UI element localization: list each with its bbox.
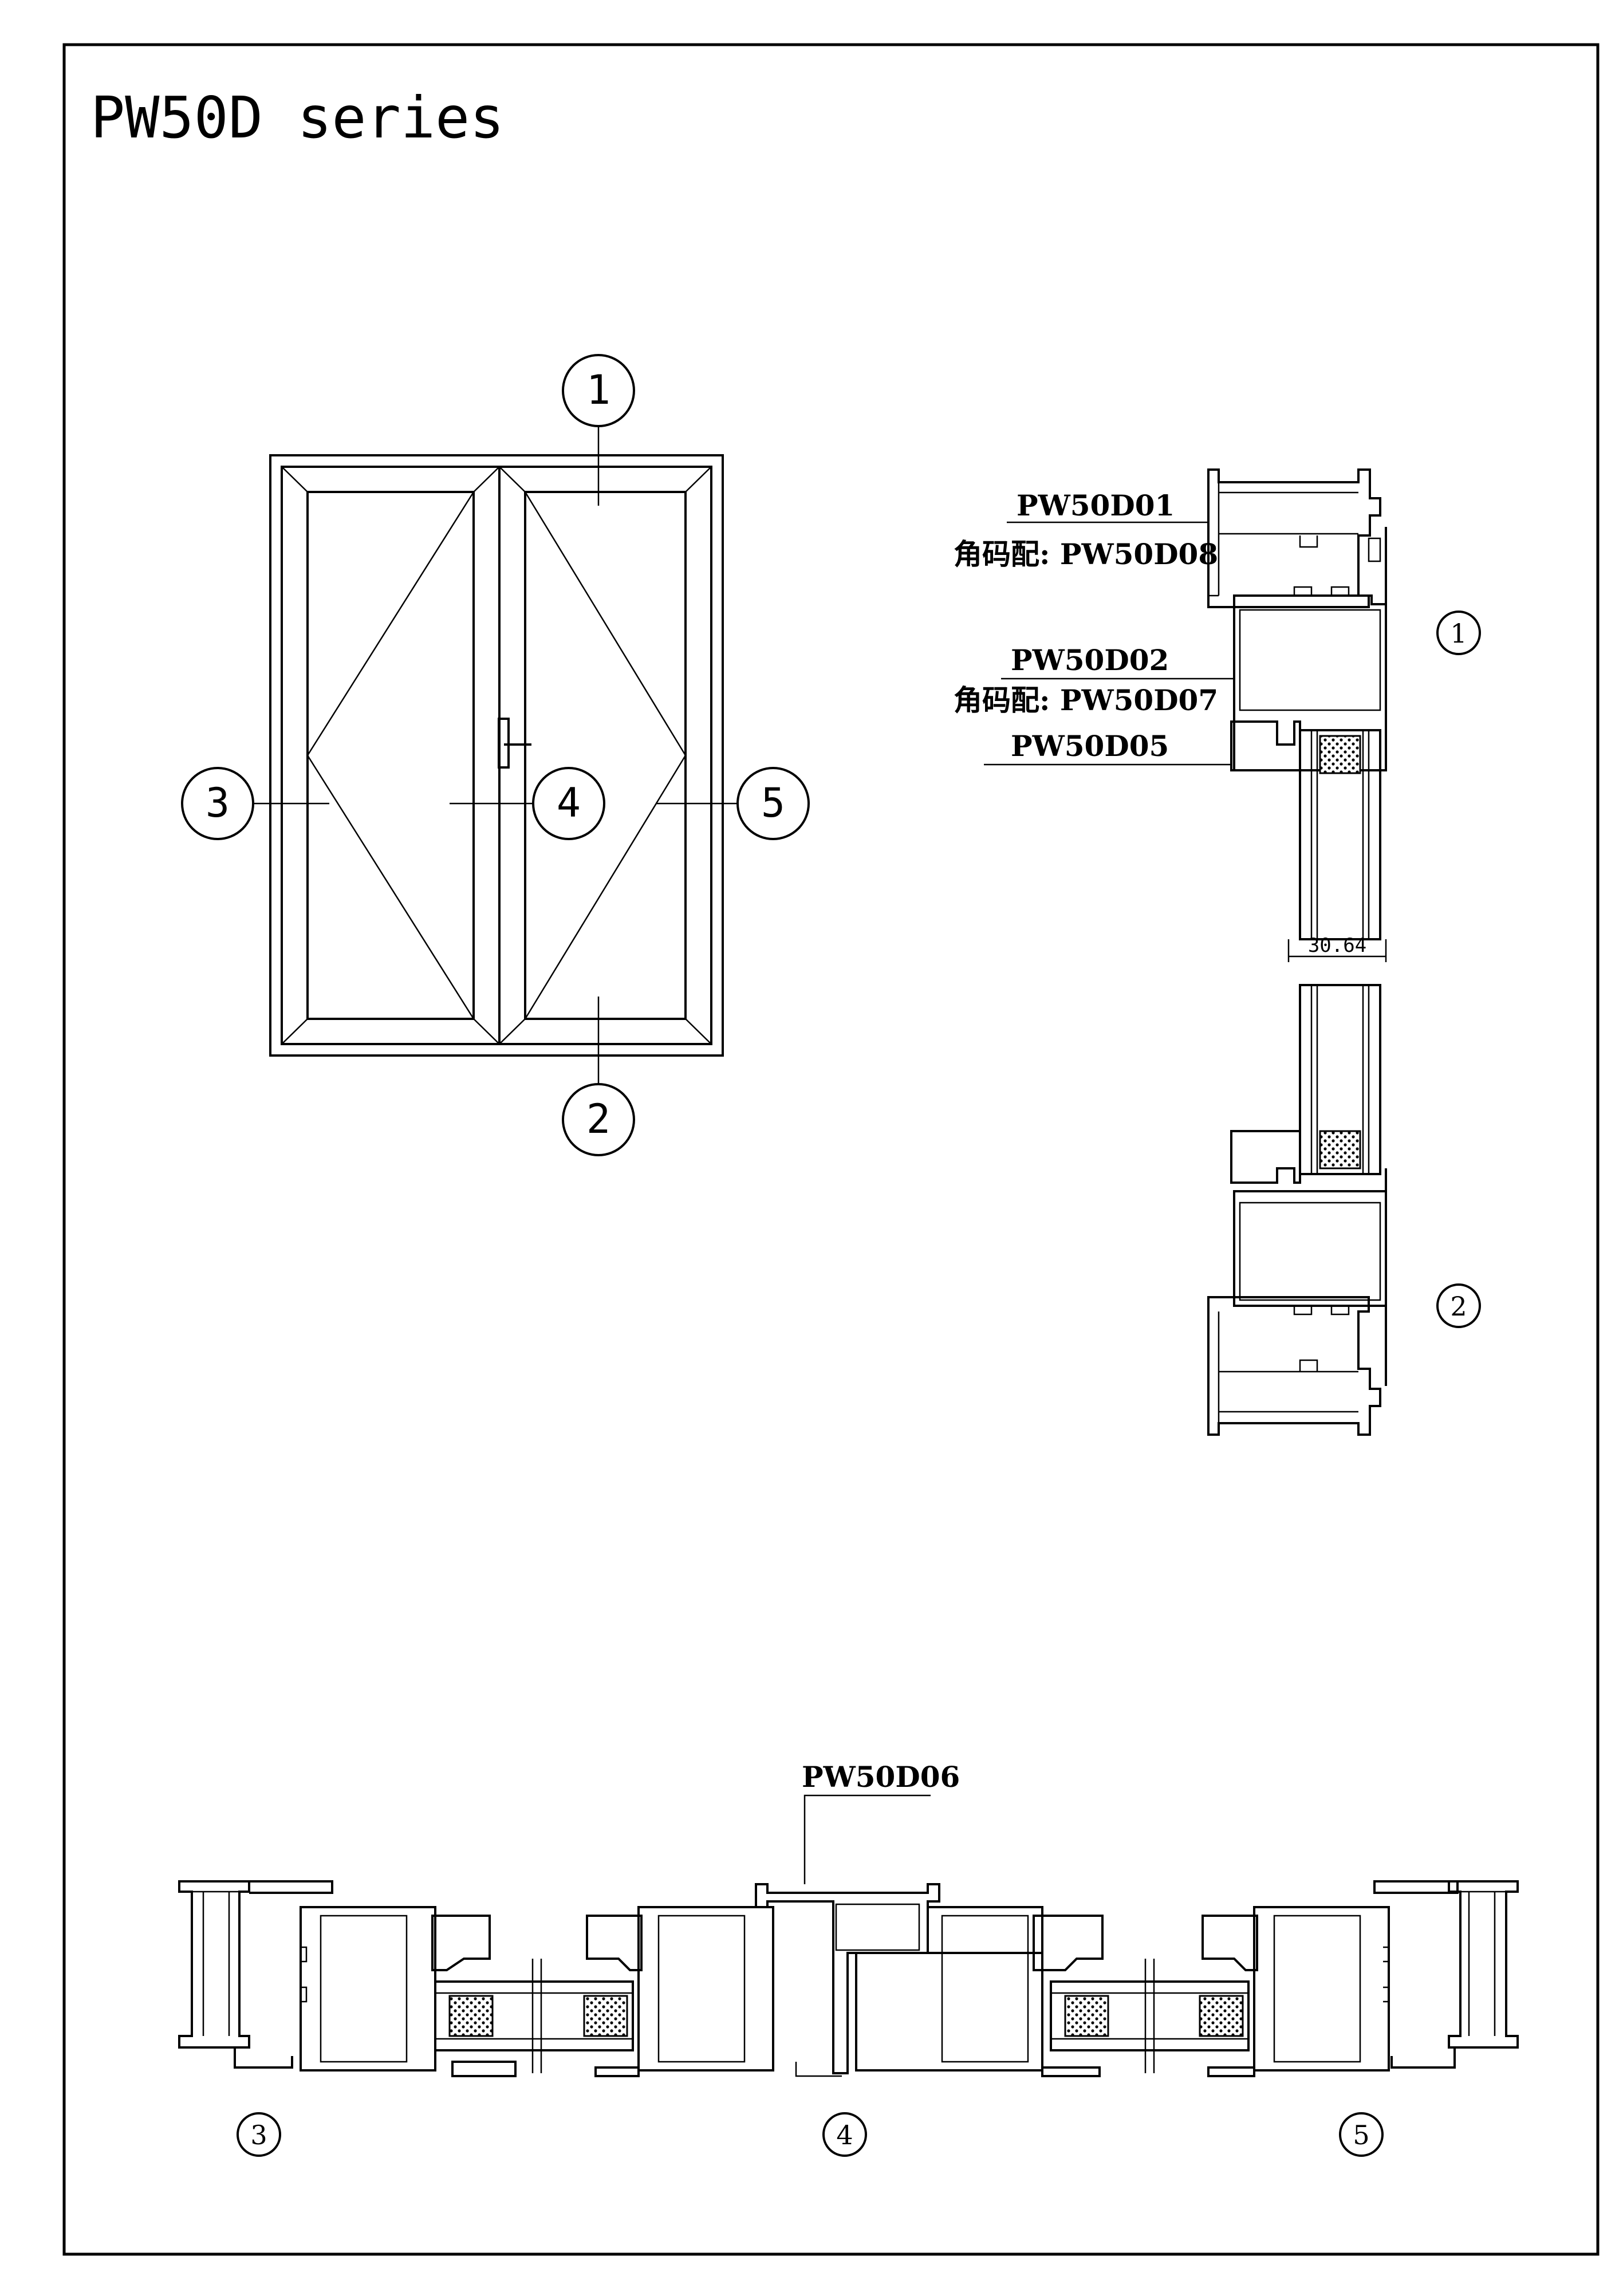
callout-4: 4 (450, 767, 605, 840)
glass-dimension: 30.64 (1308, 934, 1366, 957)
section-marker-4: 4 (822, 2112, 867, 2157)
section-marker-1: 1 (1436, 611, 1481, 655)
horizontal-section (178, 1880, 1519, 2077)
callout-2: 2 (562, 997, 635, 1156)
svg-text:5: 5 (1353, 2120, 1369, 2151)
handle-icon (498, 718, 510, 769)
callout-1: 1 (562, 354, 635, 506)
svg-text:2: 2 (1450, 1291, 1467, 1322)
label-pw50d02: PW50D02 (1011, 643, 1169, 677)
label-pw50d06: PW50D06 (802, 1760, 960, 1794)
svg-text:1: 1 (1450, 618, 1467, 649)
callout-5: 5 (656, 767, 810, 840)
vertical-section: 30.64 (1207, 468, 1387, 1436)
label-pw50d01: PW50D01 (1017, 489, 1175, 522)
svg-text:4: 4 (557, 779, 581, 826)
label-pw50d05: PW50D05 (1011, 729, 1169, 763)
svg-text:5: 5 (761, 779, 785, 826)
callout-3: 3 (181, 767, 329, 840)
door-elevation (269, 454, 724, 1057)
svg-text:4: 4 (836, 2120, 853, 2151)
svg-text:2: 2 (586, 1096, 610, 1143)
label-pw50d08: 角码配: PW50D08 (954, 537, 1218, 571)
svg-text:3: 3 (250, 2120, 267, 2151)
sheet-border (62, 43, 1600, 2256)
svg-text:1: 1 (586, 367, 610, 413)
label-pw50d07: 角码配: PW50D07 (954, 683, 1218, 717)
section-marker-3: 3 (237, 2112, 281, 2157)
page-title: PW50D series (90, 84, 504, 151)
section-marker-5: 5 (1339, 2112, 1384, 2157)
svg-text:3: 3 (206, 779, 230, 826)
section-marker-2: 2 (1436, 1283, 1481, 1328)
